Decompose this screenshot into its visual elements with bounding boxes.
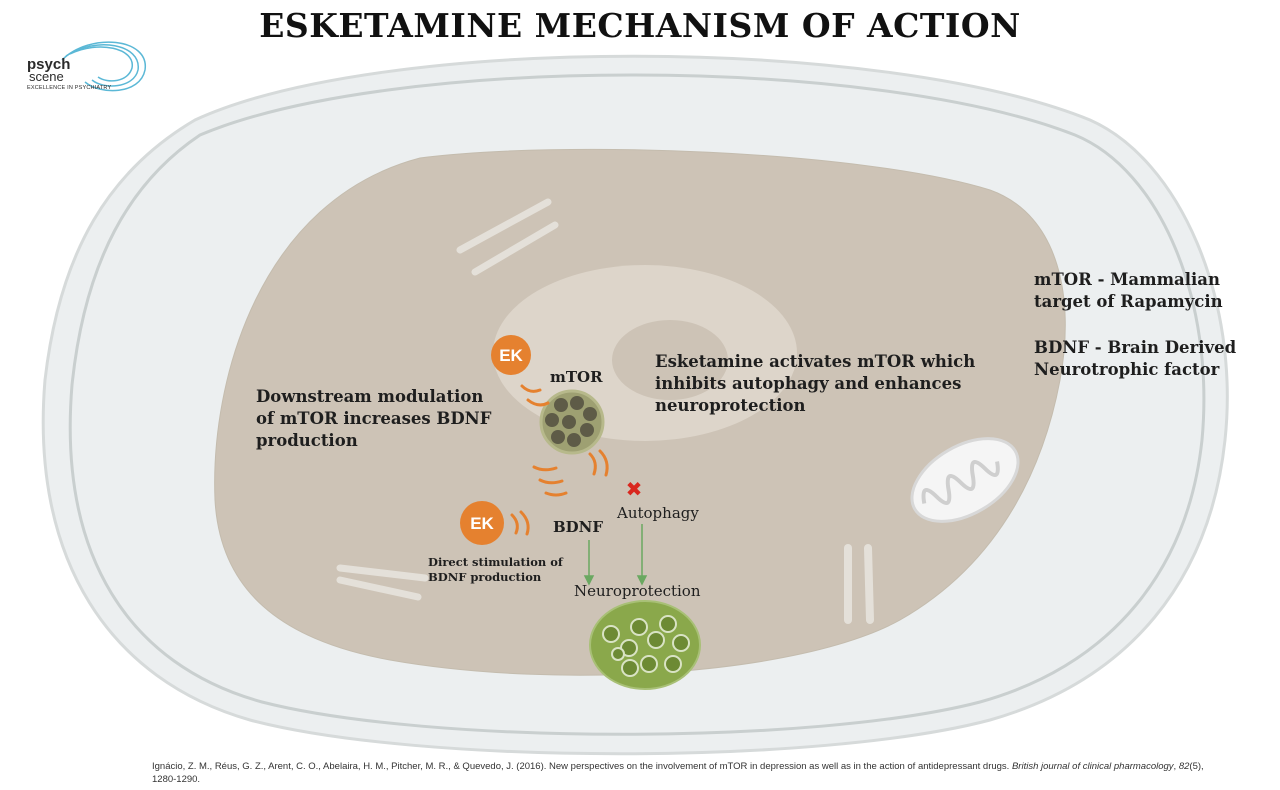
- citation: Ignácio, Z. M., Réus, G. Z., Arent, C. O…: [152, 761, 1204, 785]
- rod: [336, 564, 429, 582]
- rod: [471, 221, 559, 276]
- mtor-label: mTOR: [550, 368, 603, 386]
- mitochondrion: [910, 437, 1020, 523]
- arrow-bdnf-to-neuroprotection: [583, 540, 595, 586]
- note-downstream: Downstream modulation of mTOR increases …: [256, 387, 492, 450]
- rod: [336, 576, 422, 601]
- page-title: ESKETAMINE MECHANISM OF ACTION: [259, 6, 1021, 45]
- cell-inner-membrane: [68, 73, 1206, 736]
- rod: [456, 198, 552, 254]
- wave-icon: [510, 384, 609, 536]
- autophagy-label: Autophagy: [617, 504, 699, 522]
- neuroprotection-label: Neuroprotection: [574, 582, 701, 600]
- glossary-mtor: mTOR - Mammalian target of Rapamycin: [1034, 270, 1223, 311]
- nucleus-inner: [612, 320, 728, 400]
- mtor-complex: [539, 389, 605, 455]
- ek-top: EK: [491, 335, 531, 375]
- note-direct-stimulation: Direct stimulation of BDNF production: [428, 555, 563, 584]
- ek-top-label: EK: [499, 346, 523, 365]
- cross-icon: ✖: [626, 477, 643, 501]
- logo-line1: psych: [27, 56, 71, 73]
- arrow-autophagy-to-neuroprotection: [636, 524, 648, 586]
- neuroprotection-body: [589, 600, 701, 690]
- ek-bottom-label: EK: [470, 514, 494, 533]
- note-activates: Esketamine activates mTOR which inhibits…: [655, 352, 976, 415]
- glossary-bdnf: BDNF - Brain Derived Neurotrophic factor: [1034, 338, 1237, 379]
- logo-tagline: EXCELLENCE IN PSYCHIATRY: [27, 85, 112, 91]
- bdnf-label: BDNF: [553, 518, 604, 536]
- rod: [864, 544, 874, 624]
- logo-line2: scene: [29, 69, 64, 84]
- logo-swirl-icon: [61, 41, 146, 92]
- ek-bottom: EK: [460, 501, 504, 545]
